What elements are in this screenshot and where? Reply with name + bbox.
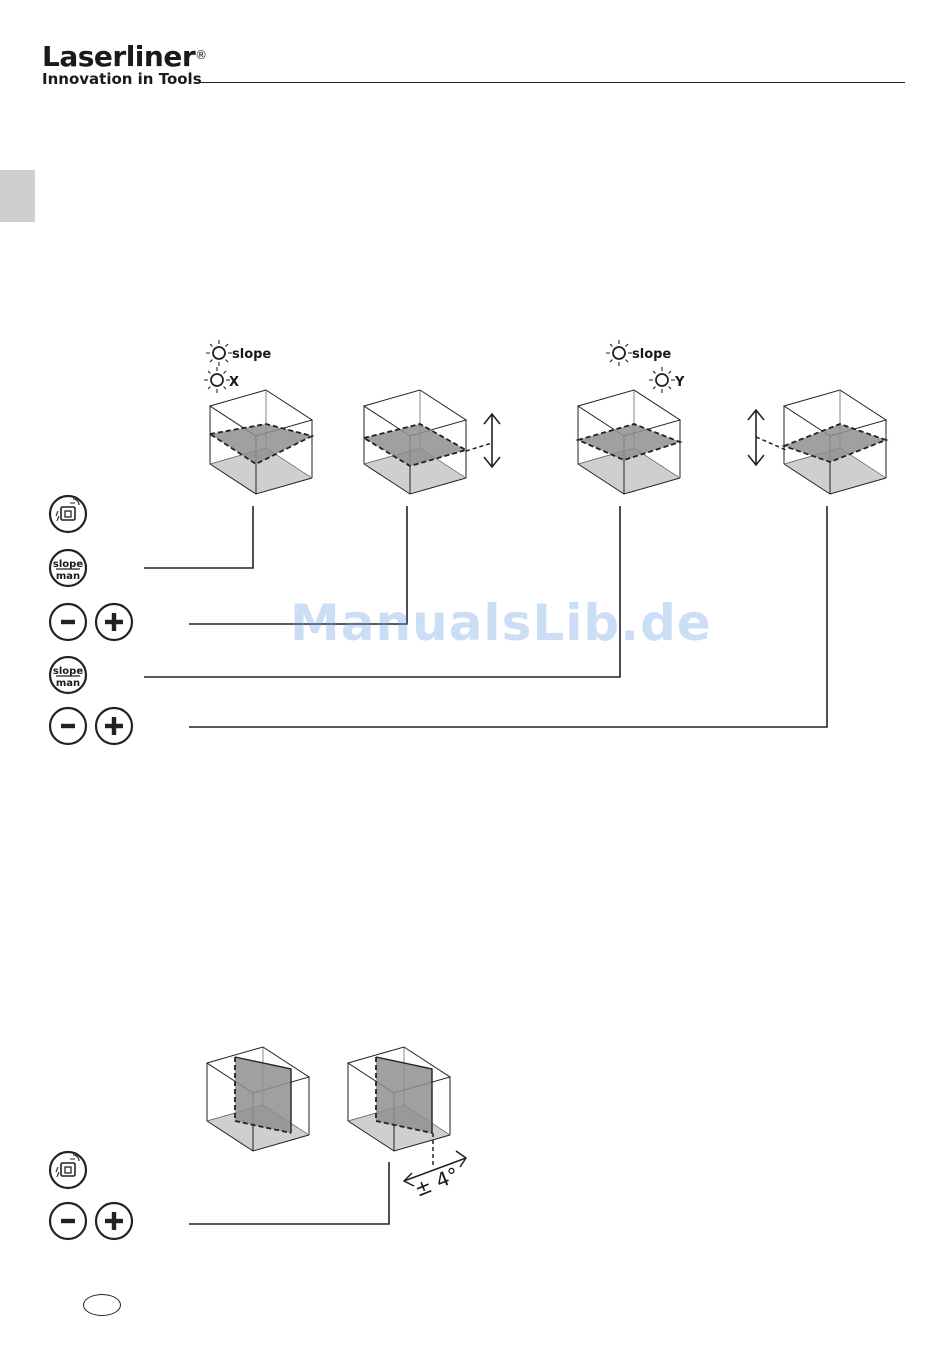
y-axis-label: Y	[674, 375, 685, 390]
plus-key-icon	[96, 1203, 132, 1239]
tilt-key-icon	[50, 496, 86, 532]
slope-man-key: slope man	[50, 657, 86, 693]
cube-slope-y	[578, 390, 680, 494]
slope-indicator-label: slope	[232, 347, 271, 362]
cube-raised-plane-y	[784, 390, 886, 494]
slope-man-key: slope man	[50, 550, 86, 586]
indicator-slope-x: slope X	[204, 340, 271, 393]
minus-key-icon	[50, 1203, 86, 1239]
slope-key-bottom: man	[56, 571, 80, 582]
connector-line	[189, 1162, 389, 1224]
slope-indicator-label: slope	[632, 347, 671, 362]
plus-key-icon	[96, 708, 132, 744]
cube-vertical-plane	[207, 1047, 309, 1151]
height-arrow-icon	[466, 414, 500, 467]
slope-key-bottom: man	[56, 678, 80, 689]
indicator-slope-y: slope Y	[606, 340, 685, 393]
slope-lamp-icon	[606, 340, 632, 366]
x-axis-label: X	[229, 375, 239, 390]
angle-label: ± 4°	[411, 1162, 462, 1201]
y-lamp-icon	[649, 367, 675, 393]
minus-key-icon	[50, 708, 86, 744]
slope-key-top: slope	[53, 559, 83, 570]
language-badge	[83, 1294, 121, 1316]
plus-key-icon	[96, 604, 132, 640]
cube-slope-x	[210, 390, 312, 494]
tilt-key-icon	[50, 1152, 86, 1188]
cube-raised-plane	[364, 390, 466, 494]
cube-vertical-plane-tilted	[348, 1047, 450, 1151]
slope-lamp-icon	[206, 340, 232, 366]
watermark: ManualsLib.de	[290, 593, 712, 653]
slope-key-top: slope	[53, 666, 83, 677]
minus-key-icon	[50, 604, 86, 640]
height-arrow-icon	[748, 410, 786, 465]
x-lamp-icon	[204, 367, 230, 393]
